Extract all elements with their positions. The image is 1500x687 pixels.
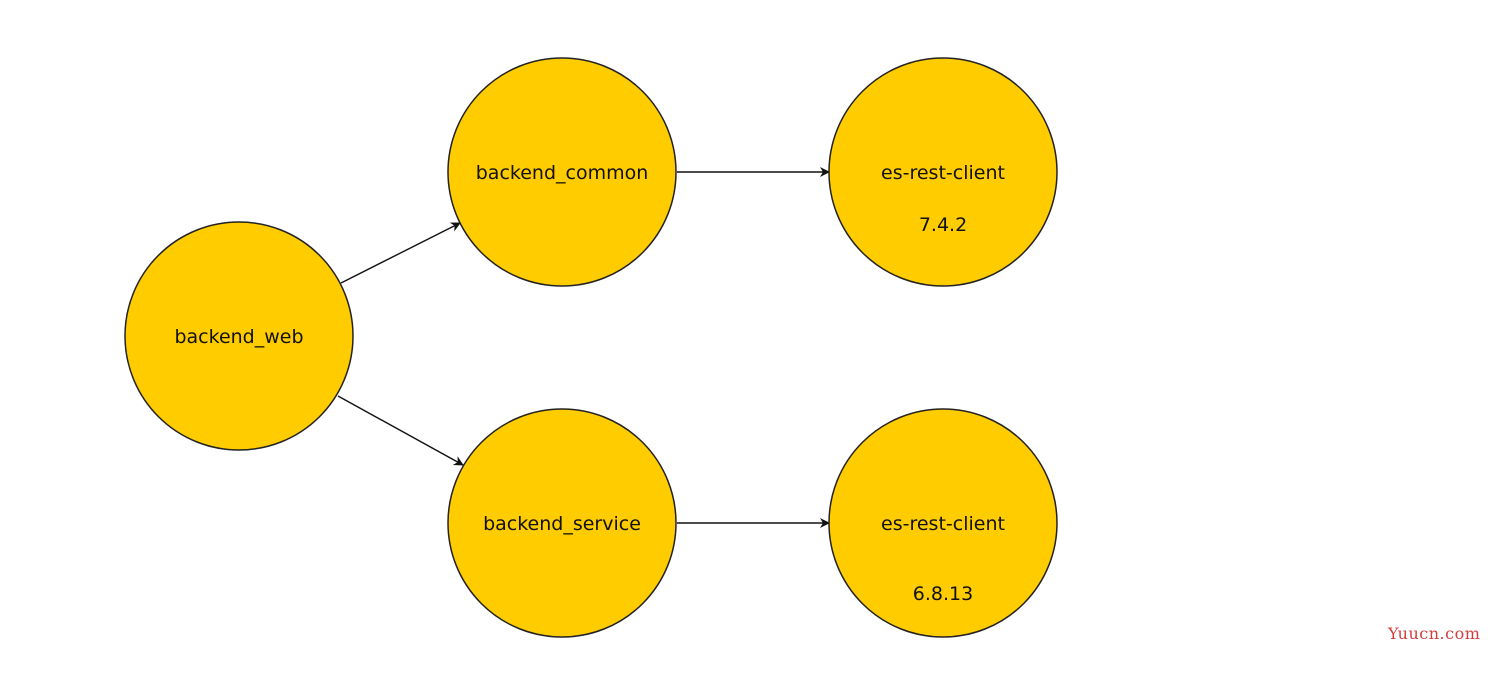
node-label: es-rest-client bbox=[881, 162, 1005, 184]
node-version: 7.4.2 bbox=[919, 214, 967, 236]
node-label: backend_service bbox=[483, 513, 641, 535]
node-label: es-rest-client bbox=[881, 513, 1005, 535]
node-backend-common[interactable]: backend_common bbox=[447, 57, 677, 287]
node-circle bbox=[124, 221, 354, 451]
watermark-text: Yuucn.com bbox=[1388, 624, 1481, 643]
node-es-rest-client-7-4-2[interactable]: es-rest-client 7.4.2 bbox=[828, 57, 1058, 287]
node-circle bbox=[828, 408, 1058, 638]
node-version: 6.8.13 bbox=[913, 583, 973, 605]
edge-web-to-service bbox=[337, 395, 464, 466]
node-label: backend_common bbox=[476, 162, 649, 184]
edge-web-to-common bbox=[340, 222, 461, 284]
node-label: backend_web bbox=[174, 326, 303, 348]
node-circle bbox=[828, 57, 1058, 287]
node-circle bbox=[447, 57, 677, 287]
node-backend-web[interactable]: backend_web bbox=[124, 221, 354, 451]
node-circle bbox=[447, 408, 677, 638]
node-es-rest-client-6-8-13[interactable]: es-rest-client 6.8.13 bbox=[828, 408, 1058, 638]
node-backend-service[interactable]: backend_service bbox=[447, 408, 677, 638]
